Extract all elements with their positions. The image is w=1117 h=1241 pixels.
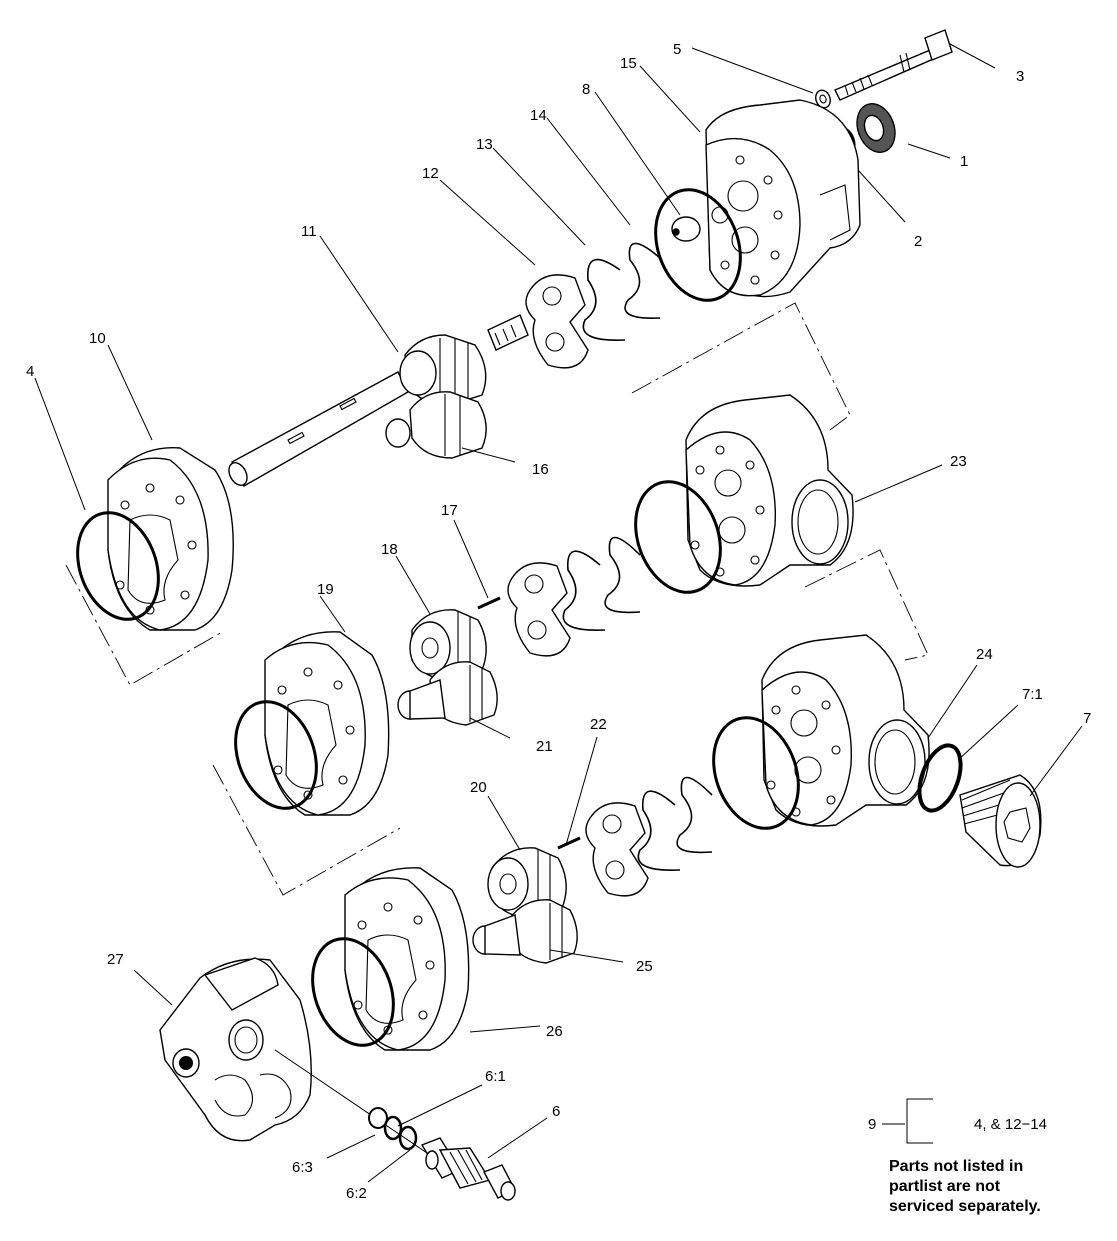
part-11-drive-shaft [228,314,529,487]
callout-5: 5 [673,41,681,58]
callout-22: 22 [590,716,607,733]
part-19-gear-housing [264,631,390,816]
callout-21: 21 [536,738,553,755]
callout-25: 25 [636,958,653,975]
part-16-idler-gear [385,391,487,459]
part-6-3-backup-ring [368,1107,388,1129]
callout-7-1: 7:1 [1022,686,1043,703]
callout-27: 27 [107,951,124,968]
callout-17: 17 [441,502,458,519]
part-8-o-ring [654,188,742,302]
part-12-wear-plate [525,274,589,369]
service-note: Parts not listed in partlist are not ser… [889,1157,1099,1217]
alignment-brackets [65,302,929,896]
part-7-plug [959,774,1042,868]
leader-lines [34,43,1083,1183]
part-19-o-ring [234,700,318,810]
callout-4: 4 [26,363,34,380]
callout-16: 16 [532,461,549,478]
part-21-gear [397,661,498,726]
callout-13: 13 [476,136,493,153]
part-4-o-ring [76,511,160,621]
callout-1: 1 [960,153,968,170]
callout-18: 18 [381,541,398,558]
callout-labels: 1 2 3 5 15 8 14 13 12 11 10 4 16 23 17 1… [26,41,1091,1202]
part-10-gear-housing [107,447,234,631]
part-5-washer [815,89,831,109]
middle-spring-a [604,536,641,614]
part-23-center-housing [685,394,854,587]
part-24-rear-housing [761,634,930,827]
part-17-pin [477,596,501,610]
rear-wear-plate [585,802,649,897]
callout-11: 11 [301,223,317,240]
kit-bracket: 9 4, & 12−14 [868,1098,1047,1144]
part-3-bolt [834,29,953,101]
callout-24: 24 [976,646,993,663]
part-6-2-o-ring [398,1125,418,1151]
rear-spring-a [676,776,713,854]
middle-o-ring [634,480,722,594]
callout-19: 19 [317,581,334,598]
part-22-pin [557,836,581,850]
kit-contents: 4, & 12−14 [974,1116,1047,1133]
part-13-spring [582,258,626,341]
service-note-line-3: serviced separately. [889,1198,1041,1215]
callout-10: 10 [89,330,106,347]
part-25-gear [472,899,578,964]
callout-20: 20 [470,779,487,796]
callout-6-1: 6:1 [485,1068,506,1085]
callout-6-2: 6:2 [346,1185,367,1202]
part-1-seal [856,103,896,153]
part-26-gear-housing [344,867,470,1051]
callout-6-3: 6:3 [292,1159,313,1176]
callout-6: 6 [552,1103,560,1120]
service-note-line-2: partlist are not [889,1178,1001,1195]
rear-spring-b [637,790,681,871]
callout-14: 14 [530,107,547,124]
kit-number: 9 [868,1116,876,1133]
callout-23: 23 [950,453,967,470]
service-note-line-1: Parts not listed in [889,1158,1024,1175]
middle-wear-plate [507,562,571,657]
callout-15: 15 [620,55,637,72]
callout-8: 8 [582,81,590,98]
part-6-1-o-ring [383,1115,403,1141]
part-7-1-o-ring [917,743,963,813]
rear-o-ring [712,716,800,830]
part-26-o-ring [311,937,395,1047]
valve-axis-line [274,1049,431,1156]
part-6-relief-valve [420,1137,516,1201]
callout-26: 26 [546,1023,563,1040]
part-14-spring [624,242,661,319]
part-15-front-housing [705,99,861,298]
callout-2: 2 [914,233,922,250]
callout-12: 12 [422,165,439,182]
callout-7: 7 [1083,710,1091,727]
middle-spring-b [562,550,606,631]
part-27-end-cover [159,957,312,1142]
dowel-pin [671,216,701,242]
callout-3: 3 [1016,68,1024,85]
part-11-drive-gear [399,334,487,406]
